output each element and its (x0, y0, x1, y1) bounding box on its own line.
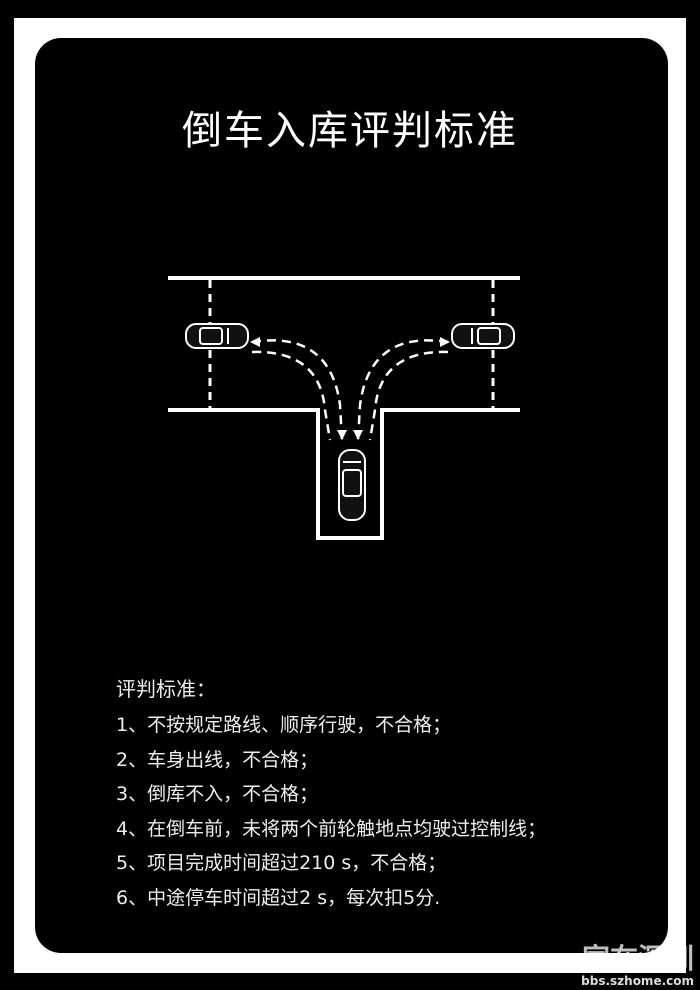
watermark-url: bbs.szhome.com (581, 974, 694, 988)
watermark-logo: 家在深圳 (581, 942, 694, 975)
rules-heading: 评判标准： (116, 677, 216, 701)
path-left-outer (251, 339, 344, 441)
road-and-garage-outline (168, 408, 520, 540)
arrow-left (250, 337, 260, 347)
arrow-right (440, 337, 450, 347)
path-right-outer (356, 339, 449, 441)
rule-item: 4、在倒车前，未将两个前轮触地点均驶过控制线； (116, 817, 547, 840)
arrow-down-left (337, 430, 347, 440)
rule-item: 5、项目完成时间超过210 s，不合格； (116, 852, 447, 874)
rule-item: 1、不按规定路线、顺序行驶，不合格； (116, 714, 452, 736)
watermark: 家在深圳 bbs.szhome.com (581, 942, 694, 989)
rules-list: 评判标准： 1、不按规定路线、顺序行驶，不合格； 2、车身出线，不合格； 3、倒… (116, 672, 546, 915)
car-icon-garage (338, 449, 366, 521)
page-title: 倒车入库评判标准 (182, 108, 518, 154)
car-icon-right (451, 323, 515, 349)
path-left-inner (251, 350, 332, 441)
rule-item: 2、车身出线，不合格； (116, 748, 319, 771)
rule-item: 6、中途停车时间超过2 s，每次扣5分. (116, 886, 441, 909)
rule-item: 3、倒库不入，不合格； (116, 783, 319, 805)
arrow-down-right (353, 430, 363, 440)
car-icon-left (185, 323, 249, 349)
path-right-inner (368, 350, 449, 441)
